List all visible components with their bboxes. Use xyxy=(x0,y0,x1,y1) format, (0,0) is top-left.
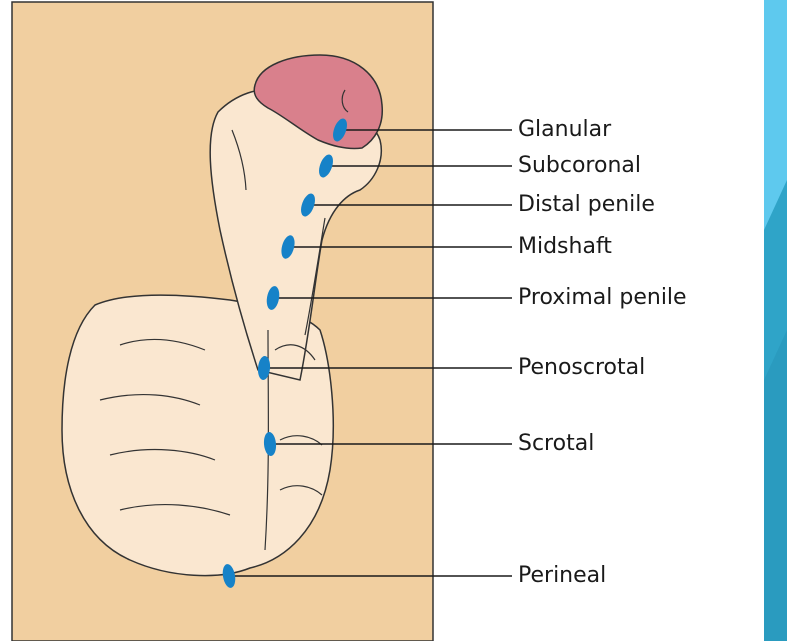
label-scrotal: Scrotal xyxy=(518,433,594,455)
label-proximal-penile: Proximal penile xyxy=(518,287,687,309)
label-distal-penile: Distal penile xyxy=(518,194,655,216)
label-penoscrotal: Penoscrotal xyxy=(518,357,645,379)
label-subcoronal: Subcoronal xyxy=(518,155,641,177)
label-midshaft: Midshaft xyxy=(518,236,612,258)
label-perineal: Perineal xyxy=(518,565,606,587)
decorative-accent xyxy=(764,0,787,641)
label-glanular: Glanular xyxy=(518,119,611,141)
